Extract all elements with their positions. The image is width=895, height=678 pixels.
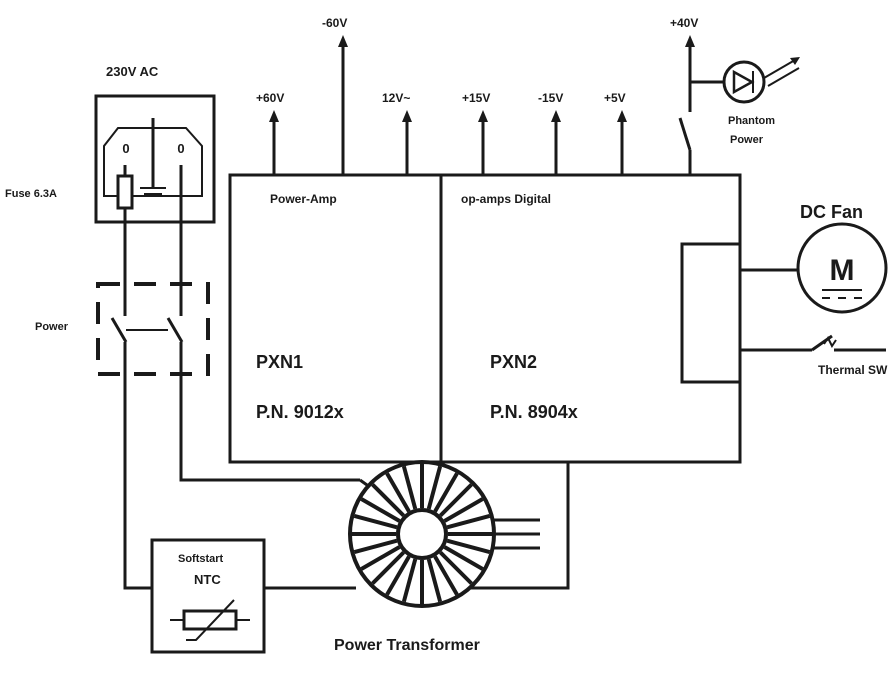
rail-plus15	[478, 110, 488, 175]
rail-arrow-icon	[617, 110, 627, 122]
winding-line	[438, 483, 473, 518]
rail-plus60-label: +60V	[256, 91, 284, 105]
softstart-ntc-block	[150, 538, 266, 654]
winding-line	[446, 513, 491, 530]
power-switch-enclosure	[96, 282, 210, 376]
power-amp-label: Power-Amp	[270, 192, 337, 206]
rail-minus15-label: -15V	[538, 91, 563, 105]
fuse-icon	[116, 174, 134, 210]
winding-line	[443, 545, 484, 571]
dc-fan-label: DC Fan	[800, 202, 863, 222]
rail-arrow-icon	[338, 35, 348, 47]
inlet-pin-right: 0	[177, 141, 184, 156]
winding-line	[426, 465, 443, 510]
phantom-label-line2: Power	[730, 134, 764, 146]
softstart-label: Softstart	[178, 553, 224, 565]
rail-plus5-label: +5V	[604, 91, 626, 105]
winding-line	[401, 465, 418, 510]
ntc-label: NTC	[194, 572, 221, 587]
rail-minus15	[551, 110, 561, 175]
rail-plus40-label: +40V	[670, 16, 698, 30]
winding-line	[360, 545, 401, 571]
winding-line	[371, 550, 406, 585]
rail-arrow-icon	[402, 110, 412, 122]
rail-12vac	[402, 110, 412, 175]
phantom-led-icon	[722, 57, 800, 104]
transformer-label: Power Transformer	[334, 637, 480, 654]
rail-arrow-icon	[269, 110, 279, 122]
winding-line	[433, 555, 459, 596]
pxn1-label: PXN1	[256, 352, 303, 372]
winding-line	[353, 513, 398, 530]
rail-plus15-label: +15V	[462, 91, 490, 105]
secondary-taps	[490, 518, 540, 550]
rail-plus5	[617, 110, 627, 175]
pn1-label: P.N. 9012x	[256, 402, 344, 422]
mains-inlet: 0 0	[94, 94, 216, 224]
winding-line	[385, 472, 411, 513]
dc-fan-motor-icon	[796, 222, 888, 314]
phantom-label-line1: Phantom	[728, 115, 775, 127]
opamps-digital-label: op-amps Digital	[461, 192, 551, 206]
pn2-label: P.N. 8904x	[490, 402, 578, 422]
inlet-pin-left: 0	[122, 141, 129, 156]
rail-arrow-icon	[551, 110, 561, 122]
phantom-switch-icon	[678, 117, 692, 151]
rail-plus40	[678, 35, 725, 175]
toroidal-transformer-icon	[348, 460, 496, 608]
winding-line	[401, 558, 418, 603]
winding-line	[360, 497, 401, 523]
winding-line	[385, 555, 411, 596]
wire-live	[123, 342, 152, 590]
winding-line	[371, 483, 406, 518]
rail-minus60-label: -60V	[322, 16, 347, 30]
winding-line	[433, 472, 459, 513]
mains-label: 230V AC	[106, 64, 159, 79]
power-switch-label: Power	[35, 321, 69, 333]
fuse-label: Fuse 6.3A	[5, 188, 57, 200]
thermal-switch-icon	[740, 334, 886, 352]
winding-line	[426, 558, 443, 603]
power-switch-right-icon	[166, 317, 184, 343]
thermal-sw-label: Thermal SW	[818, 363, 888, 377]
inlet-socket-outline	[103, 127, 203, 197]
rail-arrow-icon	[685, 35, 695, 47]
winding-line	[438, 550, 473, 585]
fan-connector-block	[680, 242, 742, 384]
winding-line	[446, 538, 491, 555]
ntc-thermistor-icon	[170, 599, 250, 641]
rail-arrow-icon	[478, 110, 488, 122]
wire-neutral	[179, 342, 360, 482]
pxn2-label: PXN2	[490, 352, 537, 372]
winding-line	[443, 497, 484, 523]
rail-minus60	[338, 35, 348, 175]
rail-plus60	[269, 110, 279, 175]
winding-line	[353, 538, 398, 555]
motor-symbol: M	[830, 254, 855, 287]
main-board	[228, 173, 742, 464]
rail-12vac-label: 12V~	[382, 91, 410, 105]
wire-secondary	[470, 462, 570, 590]
power-switch-left-icon	[110, 317, 128, 343]
